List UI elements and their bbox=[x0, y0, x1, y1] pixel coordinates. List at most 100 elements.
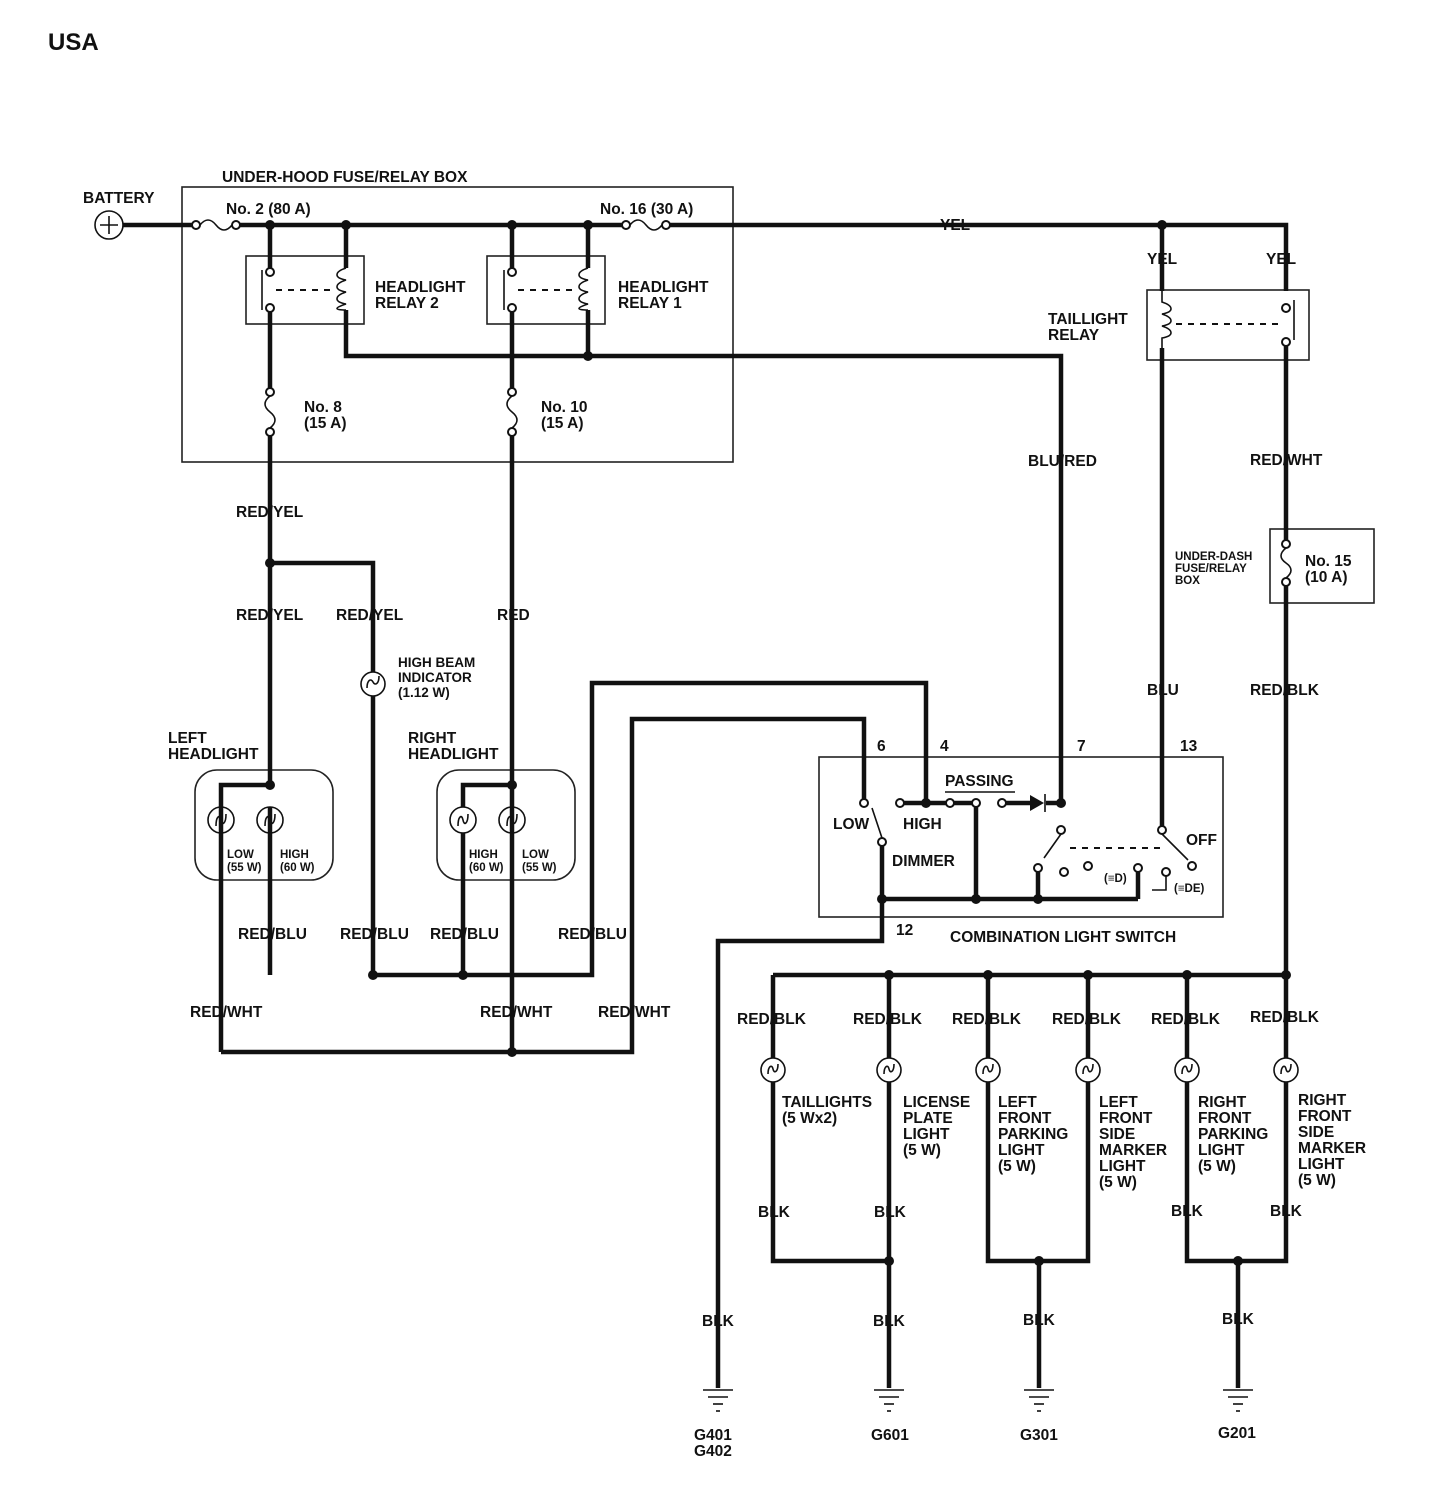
rf-side-label-4: MARKER bbox=[1298, 1140, 1366, 1157]
head-symbol: (≡DE) bbox=[1174, 883, 1205, 895]
right-headlight-label-line2: HEADLIGHT bbox=[408, 746, 499, 763]
wire-label-red-wht-2: RED/WHT bbox=[480, 1004, 553, 1021]
right-high-label-2: (60 W) bbox=[469, 862, 504, 874]
wire-label-yel-2: YEL bbox=[1266, 251, 1296, 268]
taillights-label-1: TAILLIGHTS bbox=[782, 1094, 872, 1111]
wire-label-red-yel-1: RED/YEL bbox=[236, 504, 303, 521]
lf-parking-label-3: PARKING bbox=[998, 1126, 1068, 1143]
combination-switch-label: COMBINATION LIGHT SWITCH bbox=[950, 929, 1176, 946]
ground-label-g601: G601 bbox=[871, 1427, 909, 1444]
lf-side-label-5: LIGHT bbox=[1099, 1158, 1146, 1175]
lf-parking-label-5: (5 W) bbox=[998, 1158, 1036, 1175]
hbi-label-line1: HIGH BEAM bbox=[398, 655, 475, 670]
ground-label-g402: G402 bbox=[694, 1443, 732, 1460]
wire-label-yel-1: YEL bbox=[1147, 251, 1177, 268]
right-headlight-label-line1: RIGHT bbox=[408, 730, 457, 747]
rf-parking-bulb-icon bbox=[1174, 1057, 1200, 1083]
ground-g301-icon bbox=[1024, 1389, 1054, 1412]
battery-icon bbox=[94, 210, 124, 240]
right-headlight-housing bbox=[436, 769, 576, 881]
left-high-label-1: HIGH bbox=[280, 849, 309, 861]
license-plate-bulb-icon bbox=[876, 1057, 902, 1083]
rf-side-label-6: (5 W) bbox=[1298, 1172, 1336, 1189]
wire-label-blk-5: BLK bbox=[702, 1313, 735, 1330]
wire-label-red-blu-1: RED/BLU bbox=[238, 926, 307, 943]
taillight-relay-label-1: TAILLIGHT bbox=[1048, 311, 1128, 328]
right-low-label-2: (55 W) bbox=[522, 862, 557, 874]
ground-label-g401: G401 bbox=[694, 1427, 732, 1444]
wire-label-blk-1: BLK bbox=[758, 1204, 791, 1221]
pin-6: 6 bbox=[877, 738, 886, 755]
left-headlight-label-line2: HEADLIGHT bbox=[168, 746, 259, 763]
relay-2-label-line2: RELAY 2 bbox=[375, 295, 439, 312]
page-title: USA bbox=[48, 29, 99, 56]
relay-1-label-line1: HEADLIGHT bbox=[618, 279, 709, 296]
rf-parking-label-3: PARKING bbox=[1198, 1126, 1268, 1143]
wire-label-red: RED bbox=[497, 607, 530, 624]
lf-side-label-1: LEFT bbox=[1099, 1094, 1138, 1111]
wire-label-blk-2: BLK bbox=[874, 1204, 907, 1221]
wire-label-blu-red: BLU/RED bbox=[1028, 453, 1097, 470]
left-high-label-2: (60 W) bbox=[280, 862, 315, 874]
headlight-relay-1-box bbox=[486, 255, 606, 325]
wire-label-red-blk-3: RED/BLK bbox=[952, 1011, 1022, 1028]
ground-label-g201: G201 bbox=[1218, 1425, 1256, 1442]
license-label-1: LICENSE bbox=[903, 1094, 970, 1111]
ground-g401-icon bbox=[703, 1389, 733, 1412]
license-label-3: LIGHT bbox=[903, 1126, 950, 1143]
fuse-no-10-icon bbox=[506, 387, 518, 437]
lf-side-label-2: FRONT bbox=[1099, 1110, 1153, 1127]
rf-side-label-5: LIGHT bbox=[1298, 1156, 1345, 1173]
rf-side-marker-bulb-icon bbox=[1273, 1057, 1299, 1083]
relay-1-label-line2: RELAY 1 bbox=[618, 295, 682, 312]
wire-label-red-wht-3: RED/WHT bbox=[598, 1004, 671, 1021]
passing-label: PASSING bbox=[945, 773, 1014, 790]
high-label: HIGH bbox=[903, 816, 942, 833]
lf-side-label-4: MARKER bbox=[1099, 1142, 1167, 1159]
right-low-label-1: LOW bbox=[522, 849, 549, 861]
wire-label-red-blk-main: RED/BLK bbox=[1250, 682, 1320, 699]
under-dash-label-3: BOX bbox=[1175, 575, 1200, 587]
fuse-no-8-label-line1: No. 8 bbox=[304, 399, 342, 416]
wire-label-blk-6: BLK bbox=[873, 1313, 906, 1330]
ground-label-g301: G301 bbox=[1020, 1427, 1058, 1444]
ground-g601-icon bbox=[874, 1389, 904, 1412]
headlight-switch-icon bbox=[1033, 825, 1197, 877]
rf-side-label-2: FRONT bbox=[1298, 1108, 1352, 1125]
under-hood-fuse-relay-box bbox=[181, 186, 734, 463]
wire-label-yel-main: YEL bbox=[940, 217, 970, 234]
right-high-label-1: HIGH bbox=[469, 849, 498, 861]
left-low-label-2: (55 W) bbox=[227, 862, 262, 874]
wire-label-red-blu-3: RED/BLU bbox=[430, 926, 499, 943]
hbi-label-line3: (1.12 W) bbox=[398, 685, 450, 700]
lf-parking-label-4: LIGHT bbox=[998, 1142, 1045, 1159]
headlight-relay-2-icon bbox=[261, 267, 347, 313]
relay-2-label-line1: HEADLIGHT bbox=[375, 279, 466, 296]
pin-12: 12 bbox=[896, 922, 913, 939]
dimmer-label: DIMMER bbox=[892, 853, 955, 870]
diode-icon bbox=[1030, 794, 1046, 812]
hbi-label-line2: INDICATOR bbox=[398, 670, 472, 685]
combination-switch-box bbox=[818, 756, 1224, 918]
license-label-4: (5 W) bbox=[903, 1142, 941, 1159]
fuse-no-10-label-line1: No. 10 bbox=[541, 399, 588, 416]
taillights-label-2: (5 Wx2) bbox=[782, 1110, 837, 1127]
fuse-no-15-icon bbox=[1280, 539, 1292, 587]
left-low-label-1: LOW bbox=[227, 849, 254, 861]
fuse-no-8-icon bbox=[264, 387, 276, 437]
under-dash-fuse-box bbox=[1269, 528, 1375, 604]
battery-label: BATTERY bbox=[83, 190, 155, 207]
lf-side-label-3: SIDE bbox=[1099, 1126, 1135, 1143]
fuse-no-8-label-line2: (15 A) bbox=[304, 415, 347, 432]
rf-parking-label-1: RIGHT bbox=[1198, 1094, 1247, 1111]
wire-label-red-blk-5: RED/BLK bbox=[1151, 1011, 1221, 1028]
fuse-no-16-icon bbox=[621, 219, 671, 231]
rf-side-label-1: RIGHT bbox=[1298, 1092, 1347, 1109]
left-headlight-bulbs-icon bbox=[207, 806, 284, 834]
fuse-no-15-label-2: (10 A) bbox=[1305, 569, 1348, 586]
fuse-no-10-label-line2: (15 A) bbox=[541, 415, 584, 432]
lf-parking-label-1: LEFT bbox=[998, 1094, 1037, 1111]
wire-label-red-yel-3: RED/YEL bbox=[336, 607, 403, 624]
wire-label-blk-7: BLK bbox=[1023, 1312, 1056, 1329]
rf-parking-label-2: FRONT bbox=[1198, 1110, 1252, 1127]
